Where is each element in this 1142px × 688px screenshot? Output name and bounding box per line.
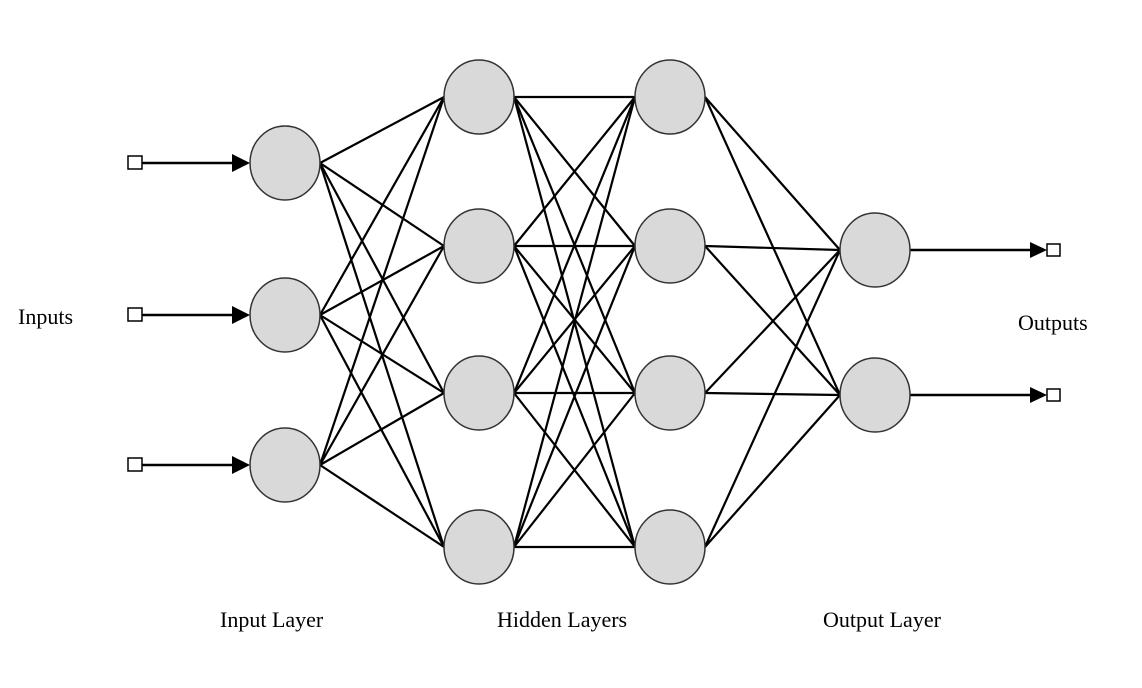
arrowhead-icon	[1030, 242, 1047, 258]
output-layer-label: Output Layer	[823, 607, 942, 632]
hidden-neuron	[634, 509, 706, 585]
connection-line	[704, 244, 841, 252]
outputs-label: Outputs	[1018, 310, 1088, 335]
neurons	[249, 59, 911, 585]
inputs-label: Inputs	[18, 304, 73, 329]
connection-line	[318, 96, 446, 466]
arrowhead-icon	[232, 456, 250, 474]
hidden-layers-label: Hidden Layers	[497, 607, 627, 632]
connection-line	[512, 96, 637, 548]
connections	[318, 95, 842, 549]
hidden-neuron	[443, 59, 515, 135]
io-arrows	[127, 154, 1061, 474]
connection-line	[512, 245, 637, 548]
hidden-neuron	[634, 355, 706, 431]
output-terminal	[1046, 388, 1061, 402]
input-layer-label: Input Layer	[220, 607, 324, 632]
input-terminal	[127, 307, 143, 322]
input-neuron	[249, 427, 321, 503]
input-terminal	[127, 457, 143, 472]
connection-line	[319, 96, 445, 164]
hidden-neuron	[443, 355, 515, 431]
connection-line	[319, 464, 445, 548]
output-terminal	[1046, 243, 1061, 257]
connection-line	[704, 249, 841, 394]
input-neuron	[249, 277, 321, 353]
hidden-neuron	[443, 208, 515, 284]
input-neuron	[249, 125, 321, 201]
connection-line	[703, 249, 842, 548]
connection-line	[513, 392, 636, 548]
connection-line	[704, 96, 841, 251]
connection-line	[319, 96, 445, 316]
connection-line	[704, 394, 841, 548]
connection-line	[319, 392, 445, 466]
arrowhead-icon	[232, 154, 250, 172]
arrowhead-icon	[232, 306, 250, 324]
hidden-neuron	[634, 208, 706, 284]
connection-line	[703, 96, 842, 396]
connection-line	[319, 245, 445, 466]
input-terminal	[127, 155, 143, 170]
output-neuron	[839, 357, 911, 433]
connection-line	[704, 391, 841, 397]
output-neuron	[839, 212, 911, 288]
connection-line	[512, 96, 637, 394]
arrowhead-icon	[1030, 387, 1047, 403]
hidden-neuron	[634, 59, 706, 135]
connection-line	[513, 96, 636, 247]
hidden-neuron	[443, 509, 515, 585]
connection-line	[319, 314, 445, 548]
